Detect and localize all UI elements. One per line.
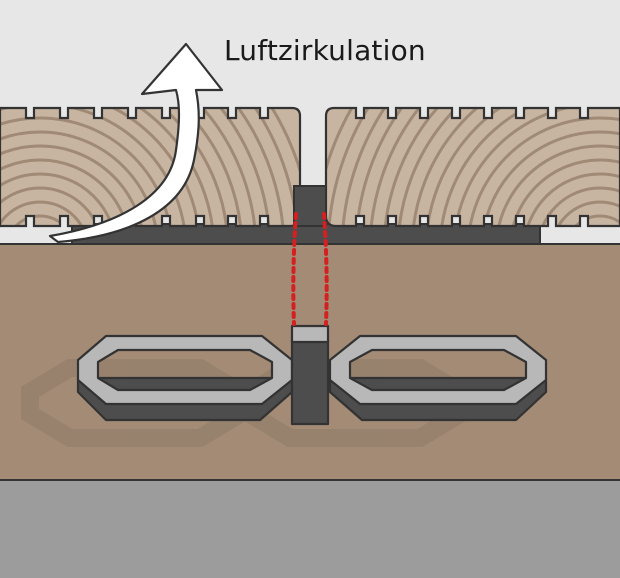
deck-board-right [324, 106, 620, 228]
air-circulation-label: Luftzirkulation [224, 34, 426, 67]
spacer-frame [76, 324, 548, 426]
air-flow-arrow-icon [48, 42, 224, 244]
alignment-markers [291, 212, 329, 326]
spacer-center-post [293, 185, 327, 227]
ground-layer [0, 480, 620, 578]
